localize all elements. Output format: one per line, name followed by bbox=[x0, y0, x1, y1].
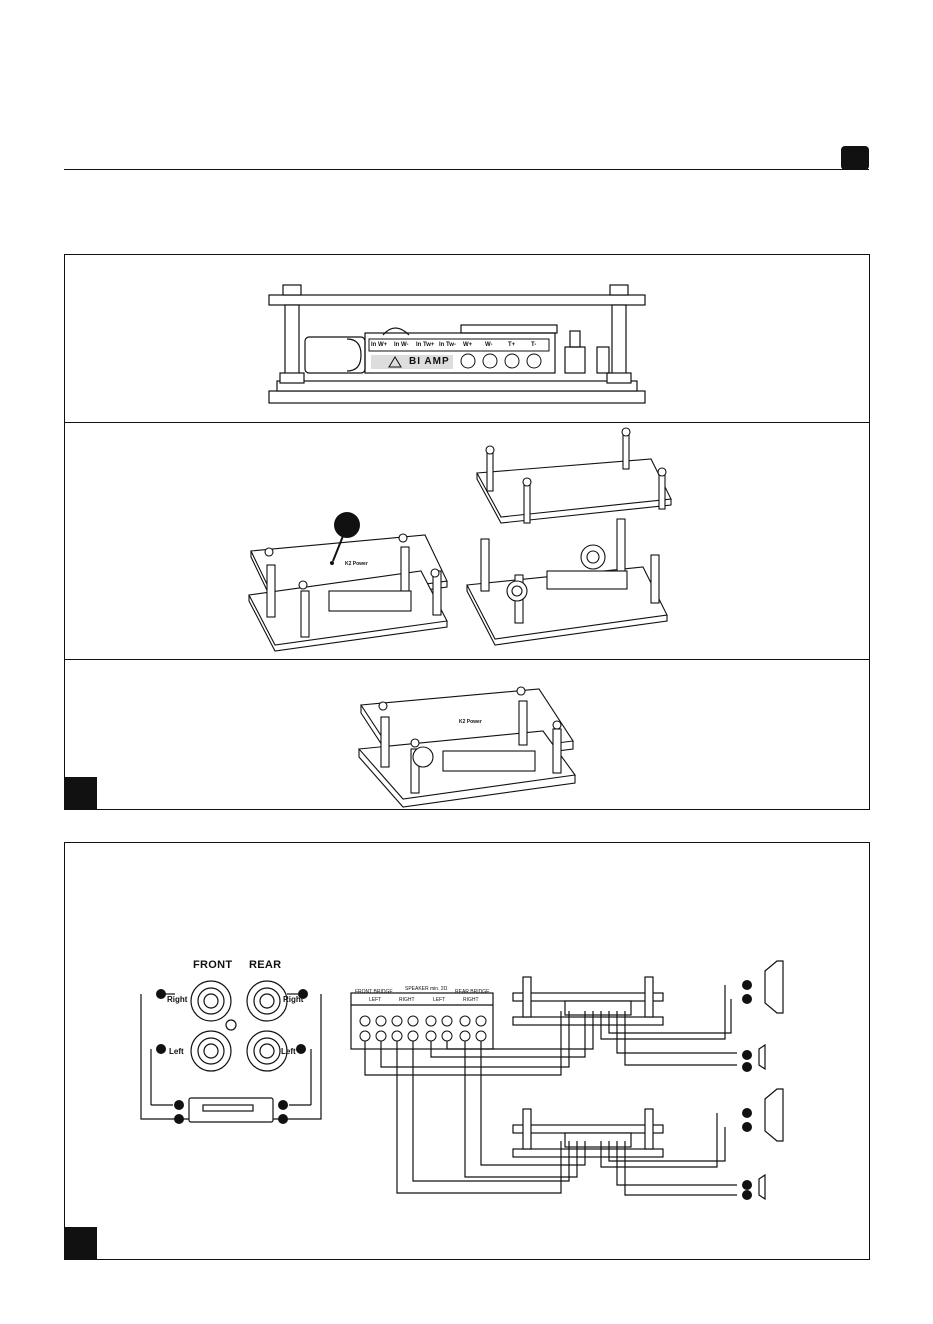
tweeter-top bbox=[759, 1045, 765, 1069]
woofer-top bbox=[765, 961, 783, 1013]
amplifier-channel-label: RIGHT bbox=[463, 997, 479, 1003]
amplifier-group-label: REAR BRIDGE bbox=[455, 989, 489, 995]
amplifier-channel-label: LEFT bbox=[369, 997, 381, 1003]
right-channel-label: Right bbox=[283, 995, 303, 1004]
wiring-panel: FRONT REAR Right Right Left Left SPEAKER… bbox=[64, 842, 870, 1260]
assembly-panel: In W+ In W- In Tw+ In Tw- W+ W- T+ T- BI… bbox=[64, 254, 870, 810]
left-channel-label: Left bbox=[281, 1047, 296, 1056]
tweeter-bottom bbox=[759, 1175, 765, 1199]
section-tab bbox=[841, 146, 869, 170]
header-rule bbox=[64, 169, 869, 170]
left-channel-label: Left bbox=[169, 1047, 184, 1056]
wiring-diagram bbox=[65, 843, 869, 1259]
lid-brand-logo: K2 Power bbox=[459, 719, 482, 725]
amplifier-channel-label: LEFT bbox=[433, 997, 445, 1003]
amplifier-channel-label: RIGHT bbox=[399, 997, 415, 1003]
rear-label: REAR bbox=[249, 959, 281, 972]
head-unit-radio bbox=[189, 1098, 273, 1122]
woofer-bottom bbox=[765, 1089, 783, 1141]
assembled-view-drawing bbox=[65, 255, 869, 809]
right-channel-label: Right bbox=[167, 995, 187, 1004]
amplifier-header: SPEAKER min. 2Ω bbox=[405, 986, 447, 992]
amplifier-group-label: FRONT BRIDGE bbox=[355, 989, 393, 995]
front-label: FRONT bbox=[193, 959, 232, 972]
